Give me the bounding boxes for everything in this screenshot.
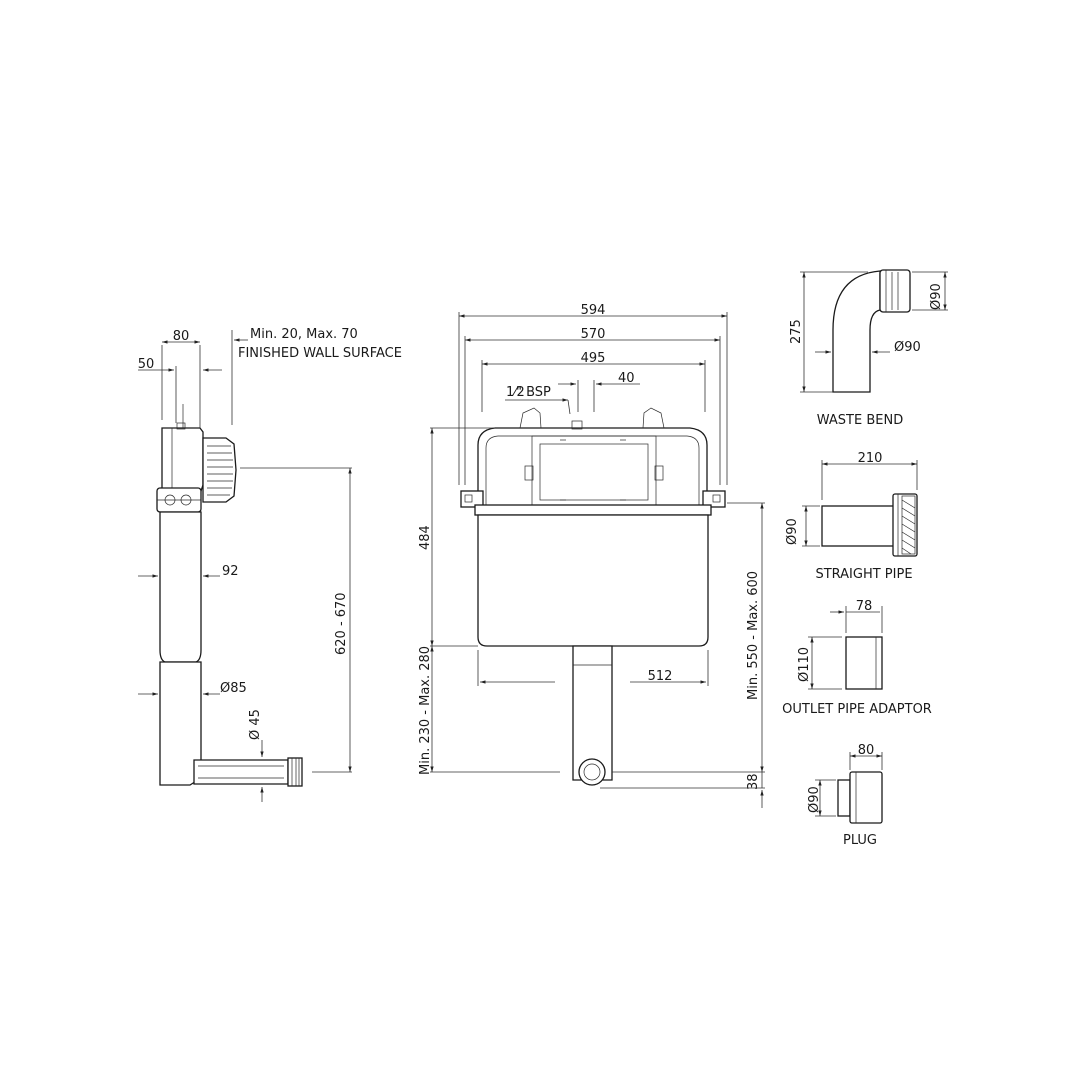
dim-d85-side: Ø85 bbox=[220, 681, 247, 696]
front-bracket-left bbox=[460, 490, 484, 508]
side-bracket bbox=[156, 487, 202, 513]
side-view: 80 50 Min. 20, Max. 70 FINISHED WALL SUR… bbox=[138, 327, 402, 802]
side-flush-valve bbox=[202, 437, 237, 503]
dim-92-side: 92 bbox=[222, 564, 239, 579]
waste-bend: 275 Ø90 Ø90 WASTE BEND bbox=[789, 269, 948, 428]
adaptor-length: 78 bbox=[856, 599, 873, 614]
plug-length: 80 bbox=[858, 743, 875, 758]
dim-484: 484 bbox=[418, 525, 433, 550]
bsp-label: 1⁄2 " BSP bbox=[506, 385, 551, 400]
adaptor-label: OUTLET PIPE ADAPTOR bbox=[782, 702, 932, 717]
front-down-pipe bbox=[572, 645, 613, 781]
front-lug-right bbox=[642, 407, 665, 429]
front-bracket-right bbox=[702, 490, 726, 508]
dim-height-side: 620 - 670 bbox=[334, 592, 349, 655]
side-cistern-head bbox=[161, 427, 204, 495]
dim-d45-side: Ø 45 bbox=[248, 709, 263, 740]
dim-total-range: Min. 550 - Max. 600 bbox=[746, 571, 761, 700]
dim-outlet-range: Min. 230 - Max. 280 bbox=[418, 646, 433, 775]
waste-bend-dia-top: Ø90 bbox=[929, 283, 944, 310]
waste-bend-height: 275 bbox=[789, 319, 804, 344]
svg-text:" BSP: " BSP bbox=[516, 385, 551, 400]
dim-38: 38 bbox=[746, 773, 761, 790]
adaptor-dia: Ø110 bbox=[797, 647, 812, 682]
straight-pipe: 210 Ø90 STRAIGHT PIPE bbox=[785, 451, 918, 582]
dim-495: 495 bbox=[581, 351, 606, 366]
waste-bend-dia-bottom: Ø90 bbox=[894, 340, 921, 355]
front-frame-top bbox=[477, 427, 708, 505]
straight-pipe-length: 210 bbox=[858, 451, 883, 466]
side-cistern-body bbox=[159, 511, 202, 663]
wall-range-text: Min. 20, Max. 70 bbox=[250, 327, 358, 342]
front-lug-left bbox=[519, 407, 542, 429]
plug-dia: Ø90 bbox=[807, 786, 822, 813]
dim-594: 594 bbox=[581, 303, 606, 318]
dim-80-side: 80 bbox=[173, 329, 190, 344]
front-tank bbox=[477, 514, 709, 647]
front-view: 594 570 495 40 1⁄2 " BSP 484 Min. 230 - … bbox=[418, 303, 765, 808]
svg-text:1⁄2: 1⁄2 bbox=[506, 385, 525, 400]
front-outlet bbox=[578, 758, 606, 786]
plug: 80 Ø90 PLUG bbox=[807, 743, 883, 848]
finished-wall-label: FINISHED WALL SURFACE bbox=[238, 346, 402, 361]
straight-pipe-label: STRAIGHT PIPE bbox=[815, 567, 912, 582]
plug-label: PLUG bbox=[843, 833, 877, 848]
dim-50-side: 50 bbox=[138, 357, 155, 372]
dim-512: 512 bbox=[648, 669, 673, 684]
waste-bend-label: WASTE BEND bbox=[817, 413, 903, 428]
outlet-pipe-adaptor: 78 Ø110 OUTLET PIPE ADAPTOR bbox=[782, 599, 932, 717]
straight-pipe-dia: Ø90 bbox=[785, 518, 800, 545]
dim-570: 570 bbox=[581, 327, 606, 342]
side-outlet-pipe bbox=[193, 757, 303, 787]
dim-40: 40 bbox=[618, 371, 635, 386]
